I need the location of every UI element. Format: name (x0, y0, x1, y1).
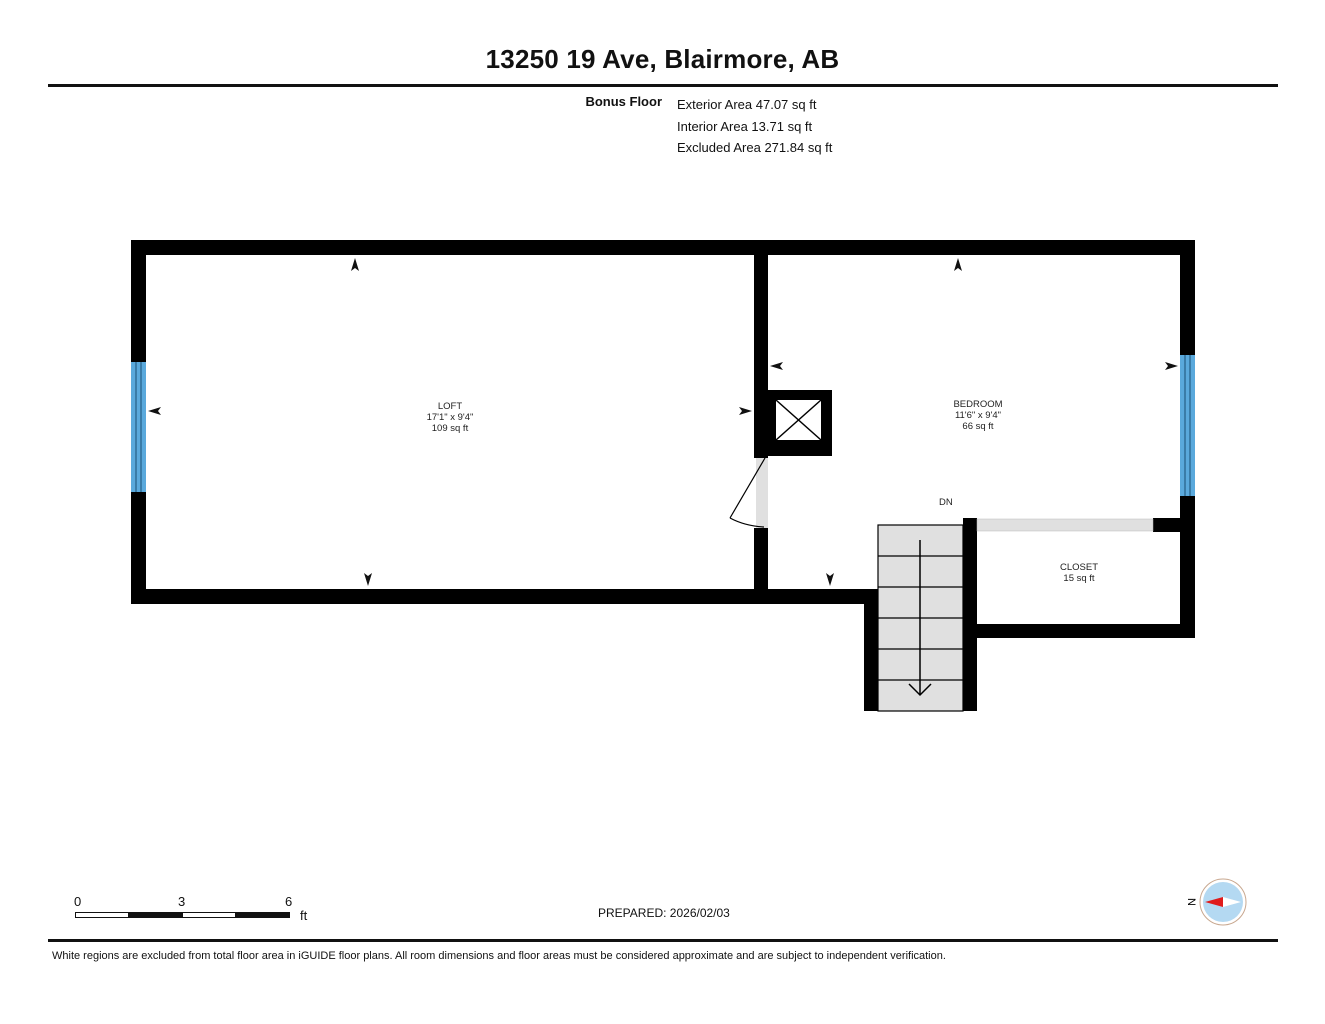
scale-segment (235, 912, 290, 918)
floor-name: Bonus Floor (585, 94, 662, 109)
prepared-date: PREPARED: 2026/02/03 (598, 906, 730, 920)
chimney-icon (775, 399, 822, 441)
room-area: 66 sq ft (962, 421, 994, 432)
scale-segment (128, 912, 183, 918)
disclaimer: White regions are excluded from total fl… (52, 950, 946, 962)
scale-tick-0: 0 (74, 894, 82, 909)
room-name: CLOSET (1059, 562, 1098, 573)
compass-icon: N (1185, 878, 1247, 926)
scale-segment (182, 912, 236, 918)
room-closet: CLOSET 15 sq ft (1029, 562, 1129, 584)
closet-opening (976, 518, 1154, 532)
room-name: BEDROOM (953, 399, 1003, 410)
room-area: 15 sq ft (1063, 573, 1095, 584)
scale-tick-3: 3 (178, 894, 186, 909)
room-dimensions: 11'6" x 9'4" (954, 410, 1002, 421)
header-divider (48, 84, 1278, 87)
dimension-arrows (148, 258, 1178, 586)
interior-area: Interior Area 13.71 sq ft (677, 118, 813, 134)
scale-segment (75, 912, 129, 918)
door-icon (729, 457, 768, 528)
room-name: LOFT (437, 401, 463, 412)
page-title: 13250 19 Ave, Blairmore, AB (485, 44, 840, 74)
window-left-icon (131, 362, 146, 492)
scale-unit: ft (300, 908, 308, 923)
area-summary: Exterior Area 47.07 sq ft Interior Area … (677, 94, 832, 159)
exterior-area: Exterior Area 47.07 sq ft (677, 97, 817, 112)
room-bedroom: BEDROOM 11'6" x 9'4" 66 sq ft (928, 399, 1028, 432)
footer-divider (48, 939, 1278, 942)
walls (131, 240, 1195, 711)
scale-bar: 0 3 6 ft (74, 894, 314, 924)
scale-tick-6: 6 (285, 894, 293, 909)
window-right-icon (1180, 355, 1195, 496)
stairs-icon (877, 524, 964, 712)
compass-north-label: N (1186, 898, 1197, 906)
room-area: 109 sq ft (431, 423, 469, 434)
room-loft: LOFT 17'1" x 9'4" 109 sq ft (400, 401, 500, 434)
excluded-area: Excluded Area 271.84 sq ft (677, 140, 833, 155)
stairs-down-label: DN (939, 497, 953, 508)
room-dimensions: 17'1" x 9'4" (426, 412, 474, 423)
compass: N (1185, 878, 1248, 928)
